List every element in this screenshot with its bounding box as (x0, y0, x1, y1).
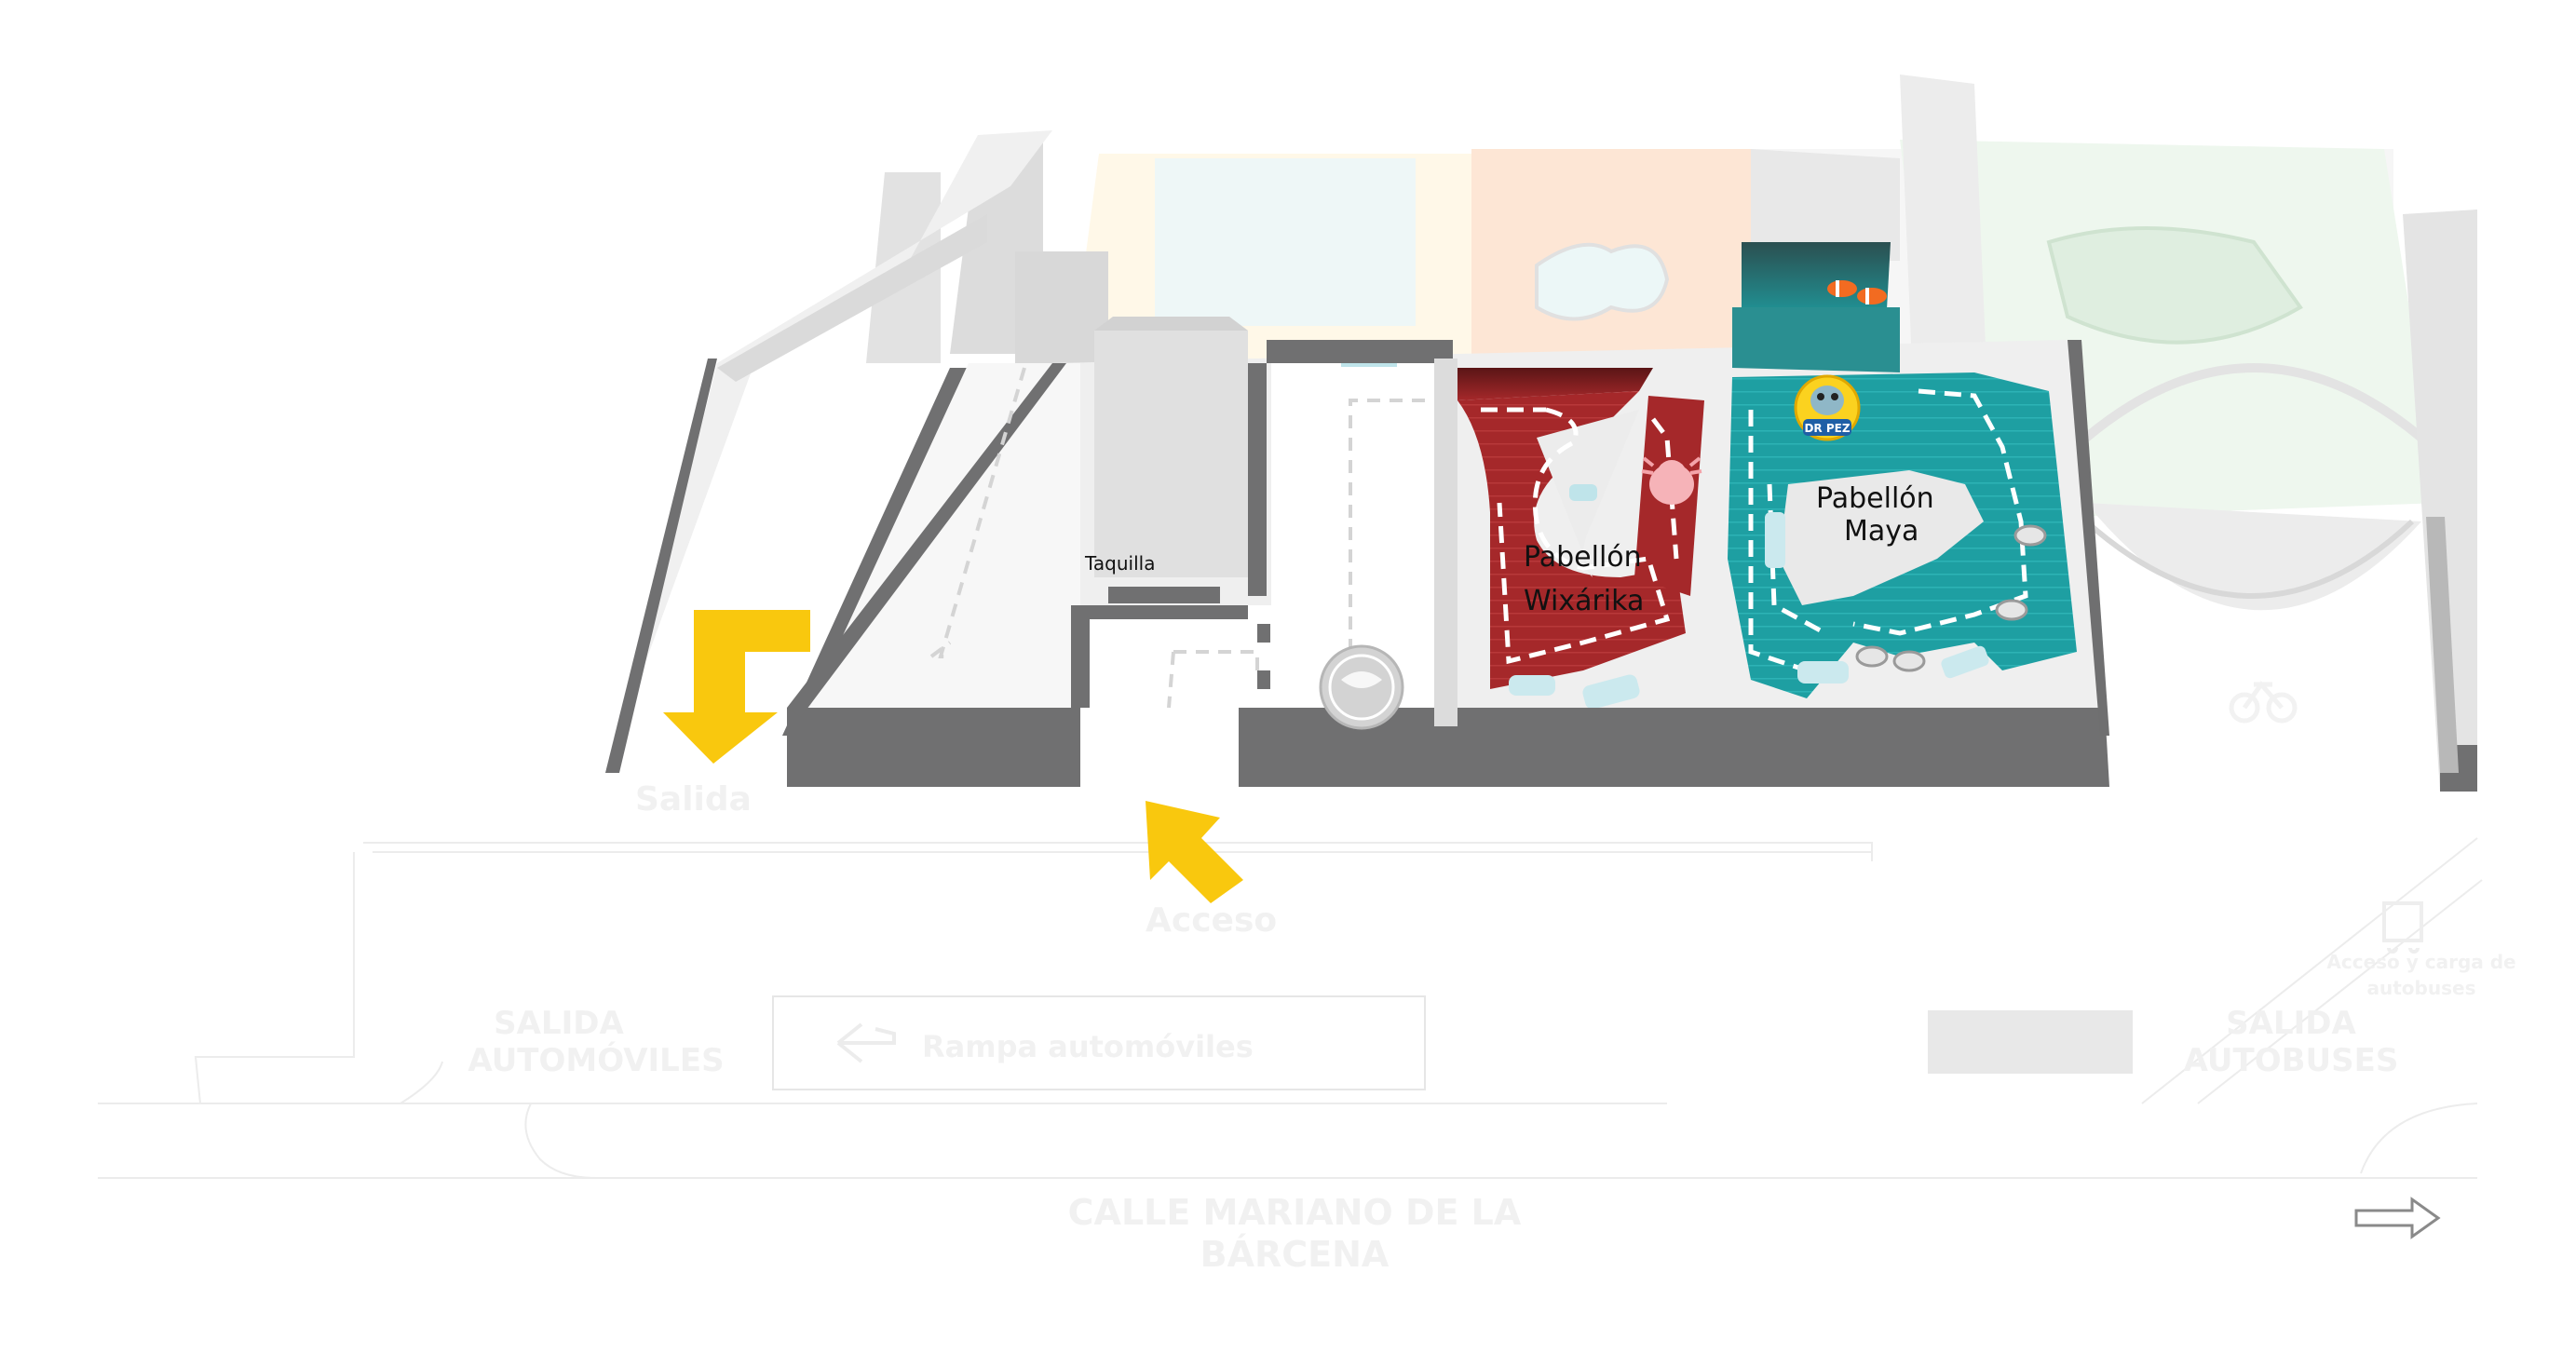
direction-arrow-icon (2354, 1197, 2441, 1239)
bus-stop-block (1928, 1010, 2133, 1074)
ticket-counter (1108, 587, 1220, 603)
pabellon-wixarika-label-1: Pabellón (1524, 541, 1642, 574)
pabellon-maya-label-2: Maya (1844, 515, 1918, 548)
exit-label: Salida (635, 780, 752, 819)
pabellon-wixarika-label-2: Wixárika (1524, 585, 1644, 617)
street-name-label-2: BÁRCENA (1200, 1234, 1390, 1275)
pabellon-maya (1728, 242, 2077, 698)
bus-exit-label-1: SALIDA (2226, 1005, 2356, 1042)
bus-access-label-2: autobuses (2367, 977, 2476, 999)
car-exit-label-2: AUTOMÓVILES (468, 1041, 724, 1079)
turnstiles (1257, 624, 1270, 726)
bus-icon (2382, 901, 2423, 954)
ramp-sign-box (772, 995, 1426, 1090)
street-area (98, 837, 2483, 1179)
taquilla-label: Taquilla (1084, 552, 1155, 575)
entrance-label: Acceso (1146, 901, 1277, 940)
dr-pez-mascot-icon: DR PEZ (1794, 374, 1861, 441)
street-name-label-1: CALLE MARIANO DE LA (1068, 1192, 1522, 1233)
left-structure (605, 130, 1108, 773)
ticket-office-block (1094, 331, 1248, 577)
building-walls (787, 340, 2109, 787)
car-ramp-label: Rampa automóviles (922, 1029, 1254, 1064)
arrow-down-left-icon (663, 610, 810, 764)
visitor-paths (929, 367, 1425, 709)
clownfish-icon (1827, 280, 1887, 305)
top-buildings (1071, 149, 1900, 374)
ramp-arrow-icon (836, 1022, 896, 1063)
bus-exit-label-2: AUTOBUSES (2184, 1042, 2399, 1079)
bus-access-label-1: Acceso y carga de (2326, 951, 2515, 973)
dr-pez-badge: DR PEZ (1804, 422, 1850, 435)
pabellon-wixarika (1457, 368, 1704, 710)
bicycle-icon (2229, 680, 2298, 724)
car-exit-label-1: SALIDA (494, 1005, 624, 1042)
entrance-opening (1080, 708, 1239, 787)
arrow-up-right-icon (1146, 801, 1243, 903)
axolotl-icon (1641, 456, 1702, 505)
pabellon-maya-label-1: Pabellón (1816, 482, 1934, 515)
coin-medallion-icon (1319, 644, 1404, 730)
